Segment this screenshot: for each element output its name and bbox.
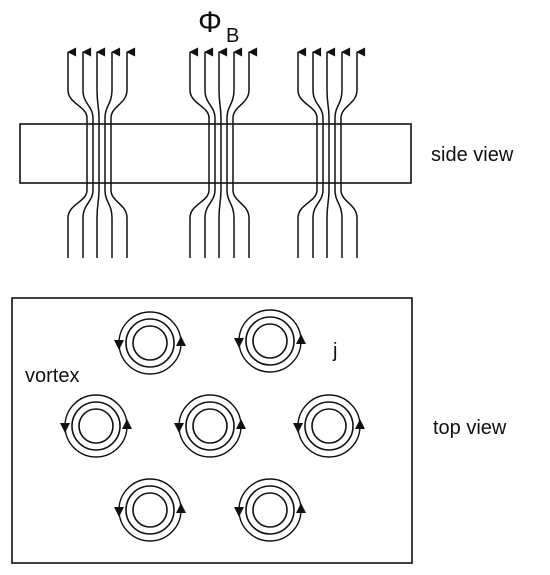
circulating-current <box>245 316 295 366</box>
vortex <box>293 394 365 458</box>
flux-lines <box>67 47 366 258</box>
flux-line <box>340 47 366 258</box>
current-arrowhead <box>114 507 124 517</box>
circulating-current <box>304 401 354 451</box>
flux-line <box>67 47 88 258</box>
current-arrowhead <box>234 338 244 348</box>
flux-line <box>104 47 121 258</box>
top-view-frame <box>11 297 413 564</box>
current-arrowhead <box>355 419 365 429</box>
side-view-label: side view <box>431 144 514 166</box>
flux-line <box>110 47 136 258</box>
circulating-current <box>118 478 182 542</box>
circulating-current <box>64 394 128 458</box>
current-arrowhead <box>174 423 184 433</box>
circulating-current <box>71 401 121 451</box>
circulating-current <box>125 485 175 535</box>
current-arrowhead <box>176 336 186 346</box>
flux-line <box>297 47 318 258</box>
vortex <box>234 478 306 542</box>
flux-symbol: Φ <box>198 6 222 39</box>
circulating-current <box>297 394 361 458</box>
vortex-core <box>132 492 168 528</box>
flux-subscript: B <box>226 25 239 47</box>
flux-line <box>312 47 324 258</box>
current-arrowhead <box>296 334 306 344</box>
vortex <box>60 394 132 458</box>
current-arrowhead <box>176 503 186 513</box>
current-arrowhead <box>236 419 246 429</box>
circulating-current <box>118 311 182 375</box>
circulating-current <box>185 401 235 451</box>
flux-line <box>189 47 210 258</box>
top-view-label: top view <box>433 417 507 439</box>
vortex <box>114 311 186 375</box>
circulating-current <box>238 478 302 542</box>
flux-line <box>326 47 336 258</box>
vortex <box>174 394 246 458</box>
vortex <box>114 478 186 542</box>
flux-line <box>204 47 216 258</box>
vortex-core <box>192 408 228 444</box>
vortex-core <box>78 408 114 444</box>
vortex-label: vortex <box>25 365 79 387</box>
vortex-core <box>311 408 347 444</box>
superconductor-slab <box>19 123 412 184</box>
vortex-core <box>252 323 288 359</box>
circulating-current <box>125 318 175 368</box>
flux-line <box>226 47 243 258</box>
circulating-current <box>238 309 302 373</box>
current-arrowhead <box>60 423 70 433</box>
flux-line <box>334 47 351 258</box>
flux-line <box>82 47 94 258</box>
current-arrowhead <box>122 419 132 429</box>
vortex-core <box>252 492 288 528</box>
current-arrowhead <box>296 503 306 513</box>
flux-line <box>96 47 106 258</box>
current-arrowhead <box>293 423 303 433</box>
current-arrowhead <box>234 507 244 517</box>
current-label: j <box>332 340 337 362</box>
circulating-current <box>178 394 242 458</box>
flux-line <box>232 47 258 258</box>
vortex-core <box>132 325 168 361</box>
vortex-array <box>60 309 365 542</box>
circulating-current <box>245 485 295 535</box>
current-arrowhead <box>114 340 124 350</box>
flux-line <box>218 47 228 258</box>
vortex <box>234 309 306 373</box>
